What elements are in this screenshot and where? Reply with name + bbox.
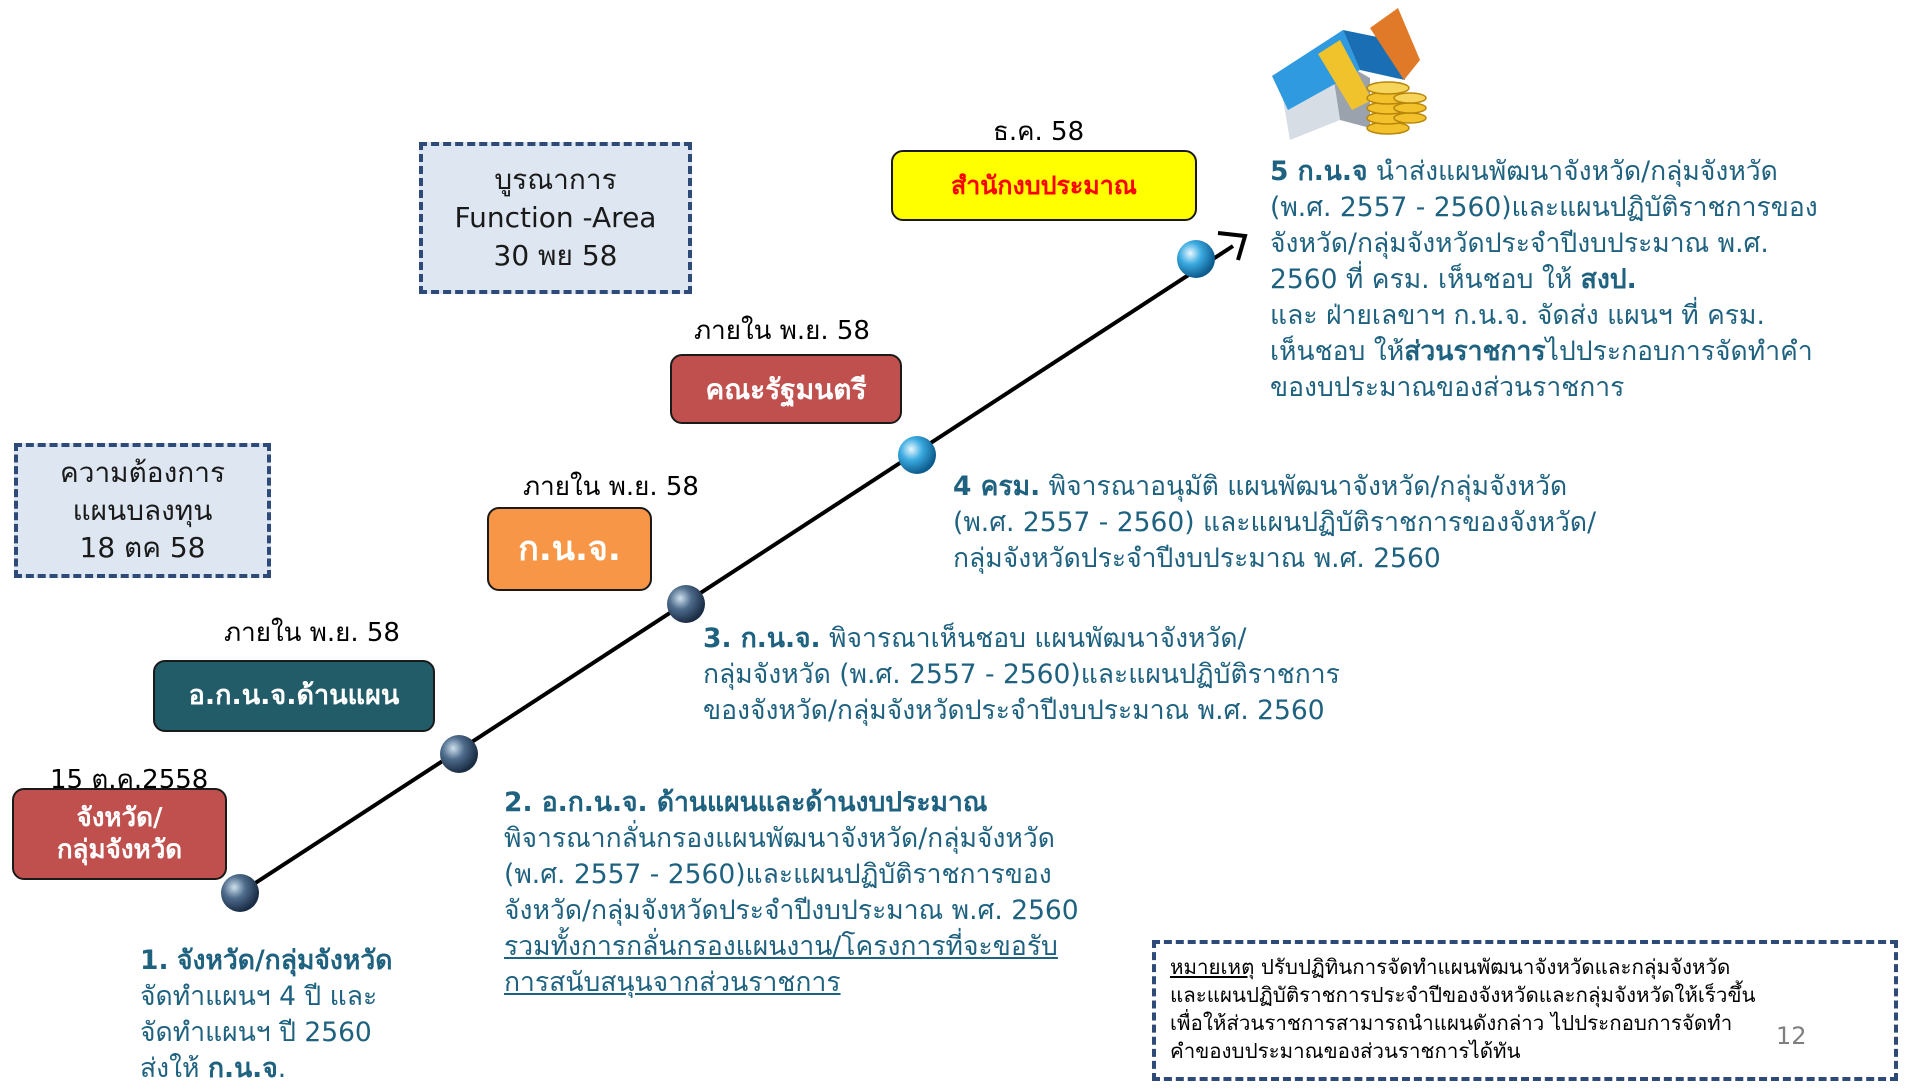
step-5-text: 5 ก.น.จ นำส่งแผนพัฒนาจังหวัด/กลุ่มจังหวั… (1270, 154, 1818, 406)
step-3-text: 3. ก.น.จ. พิจารณาเห็นชอบ แผนพัฒนาจังหวัด… (703, 621, 1340, 729)
step-2-title: 2. อ.ก.น.จ. ด้านแผนและด้านงบประมาณ (504, 787, 988, 818)
step-1-last-bold: ก.น.จ (207, 1053, 278, 1085)
remark-note-box: หมายเหตุ ปรับปฏิทินการจัดทำแผนพัฒนาจังหว… (1152, 940, 1898, 1081)
timeline-node-2 (440, 735, 478, 773)
step-2-line-1: พิจารณากลั่นกรองแผนพัฒนาจังหวัด/กลุ่มจัง… (504, 823, 1055, 855)
step-2-underlined-1: รวมทั้งการกลั่นกรองแผนงาน/โครงการที่จะขอ… (504, 931, 1058, 963)
step-5-line-2: จังหวัด/กลุ่มจังหวัดประจำปีงบประมาณ พ.ศ. (1270, 228, 1769, 260)
step-5-line-6-bold: ส่วนราชการ (1404, 336, 1546, 368)
step-4-text: 4 ครม. พิจารณาอนุมัติ แผนพัฒนาจังหวัด/กล… (953, 469, 1596, 577)
step-2-underlined-2: การสนับสนุนจากส่วนราชการ (504, 967, 841, 999)
step-3-date: ภายใน พ.ย. 58 (523, 472, 699, 502)
step-5-line-4-prefix: 2560 ที่ ครม. เห็นชอบ ให้ (1270, 264, 1581, 296)
step-1-last-prefix: ส่งให้ (140, 1053, 208, 1085)
step-4-date: ภายใน พ.ย. 58 (694, 316, 870, 346)
timeline-node-1 (221, 874, 259, 912)
step-2-agency-badge: อ.ก.น.จ.ด้านแผน (153, 660, 435, 732)
step-1-text: 1. จังหวัด/กลุ่มจังหวัด จัดทำแผนฯ 4 ปี แ… (140, 943, 392, 1087)
step-2-text: 2. อ.ก.น.จ. ด้านแผนและด้านงบประมาณ พิจาร… (504, 785, 1079, 1001)
step-5-agency-badge: สำนักงบประมาณ (891, 150, 1197, 221)
step-1-line-1: จัดทำแผนฯ 4 ปี และ (140, 981, 378, 1013)
step-5-line-6-suffix: ไปประกอบการจัดทำคำ (1545, 336, 1813, 368)
house-coins-icon (1272, 8, 1427, 140)
investment-needs-line-3: 18 ตค 58 (79, 531, 206, 565)
investment-needs-box: ความต้องการ แผนบลงทุน 18 ตค 58 (14, 443, 271, 578)
step-1-agency-line-2: กลุ่มจังหวัด (56, 835, 183, 865)
remark-line-2: และแผนปฏิบัติราชการประจำปีของจังหวัดและก… (1170, 982, 1756, 1007)
step-4-first: พิจารณาอนุมัติ แผนพัฒนาจังหวัด/กลุ่มจังห… (1040, 471, 1568, 502)
step-5-title: 5 ก.น.จ (1270, 156, 1368, 187)
step-2-line-2: (พ.ศ. 2557 - 2560)และแผนปฏิบัติราชการของ (504, 859, 1052, 891)
step-5-line-6-prefix: เห็นชอบ ให้ (1270, 336, 1405, 368)
step-1-agency-line-1: จังหวัด/ (76, 802, 163, 833)
step-5-line-5: และ ฝ่ายเลขาฯ ก.น.จ. จัดส่ง แผนฯ ที่ ครม… (1270, 300, 1765, 332)
remark-label: หมายเหตุ (1170, 955, 1255, 979)
step-4-line-1: (พ.ศ. 2557 - 2560) และแผนปฏิบัติราชการขอ… (953, 507, 1597, 539)
step-2-date: ภายใน พ.ย. 58 (224, 618, 400, 648)
page-number: 12 (1776, 1022, 1807, 1050)
integration-function-area-box: บูรณาการ Function -Area 30 พย 58 (419, 142, 692, 294)
step-4-title: 4 ครม. (953, 471, 1041, 502)
step-3-line-1: กลุ่มจังหวัด (พ.ศ. 2557 - 2560)และแผนปฏิ… (703, 659, 1340, 691)
integration-line-3: 30 พย 58 (493, 238, 618, 272)
step-1-last-suffix: . (277, 1053, 287, 1085)
step-1-title: จังหวัด/กลุ่มจังหวัด (176, 945, 393, 976)
step-1-agency-badge: จังหวัด/ กลุ่มจังหวัด (12, 788, 227, 880)
step-2-line-3: จังหวัด/กลุ่มจังหวัดประจำปีงบประมาณ พ.ศ.… (504, 895, 1079, 927)
timeline-arrowhead (1217, 231, 1248, 261)
remark-line-3: เพื่อให้ส่วนราชการสามารถนำแผนดังกล่าว ไป… (1170, 1010, 1733, 1035)
step-5-date: ธ.ค. 58 (993, 117, 1085, 147)
step-3-first: พิจารณาเห็นชอบ แผนพัฒนาจังหวัด/ (820, 623, 1247, 654)
investment-needs-line-1: ความต้องการ (59, 455, 226, 489)
step-3-agency-badge: ก.น.จ. (487, 507, 652, 591)
step-4-line-2: กลุ่มจังหวัดประจำปีงบประมาณ พ.ศ. 2560 (953, 543, 1441, 575)
step-3-line-2: ของจังหวัด/กลุ่มจังหวัดประจำปีงบประมาณ พ… (703, 695, 1325, 727)
remark-first-line: ปรับปฏิทินการจัดทำแผนพัฒนาจังหวัดและกลุ่… (1254, 955, 1731, 979)
timeline-node-3 (667, 585, 705, 623)
investment-needs-line-2: แผนบลงทุน (72, 493, 213, 527)
step-5-line-7: ของบประมาณของส่วนราชการ (1270, 372, 1625, 404)
timeline-line (238, 244, 1235, 895)
step-4-agency-badge: คณะรัฐมนตรี (670, 354, 902, 424)
step-1-line-2: จัดทำแผนฯ ปี 2560 (140, 1017, 372, 1049)
step-5-line-4-bold: สงป. (1580, 264, 1637, 296)
step-1-number: 1. (140, 945, 169, 976)
integration-line-1: บูรณาการ (494, 163, 617, 197)
timeline-node-4 (898, 436, 936, 474)
step-5-line-1: (พ.ศ. 2557 - 2560)และแผนปฏิบัติราชการของ (1270, 192, 1818, 224)
timeline-node-5 (1177, 240, 1215, 278)
remark-line-4: คำของบประมาณของส่วนราชการได้ทัน (1170, 1038, 1521, 1063)
step-5-first: นำส่งแผนพัฒนาจังหวัด/กลุ่มจังหวัด (1367, 156, 1778, 187)
step-3-title: 3. ก.น.จ. (703, 623, 821, 654)
integration-line-2: Function -Area (454, 201, 657, 235)
